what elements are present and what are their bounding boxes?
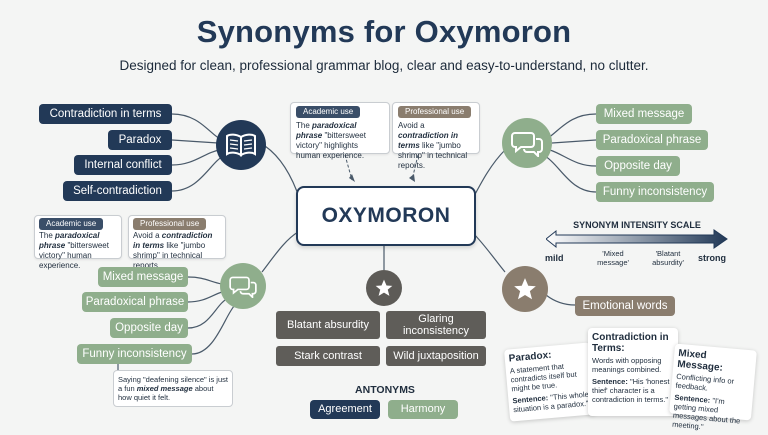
- strong-synonym-stark-contrast: Stark contrast: [276, 346, 380, 366]
- intensity-arrow: [546, 229, 728, 249]
- star-circle-right: [502, 266, 548, 312]
- scale-mark-blatant-absurdity: 'Blatant absurdity': [652, 249, 684, 267]
- synonym-contradiction-in-terms: Contradiction in terms: [39, 104, 172, 124]
- professional-use-card-top: Professional use Avoid a contradiction i…: [392, 102, 480, 170]
- academic-example-left: The paradoxical phrase "bittersweet vict…: [39, 231, 109, 270]
- mixed-message-example-note: Saying "deafening silence" is just a fun…: [113, 370, 233, 407]
- synonym-self-contradiction: Self-contradiction: [63, 181, 172, 201]
- synonym-opposite-day-right: Opposite day: [596, 156, 680, 176]
- chat-bubbles-icon: [511, 132, 543, 157]
- synonym-paradoxical-phrase-left: Paradoxical phrase: [82, 292, 188, 312]
- antonym-harmony: Harmony: [388, 400, 458, 419]
- intensity-scale-title: SYNONYM INTENSITY SCALE: [573, 220, 701, 230]
- book-circle: [216, 120, 266, 170]
- center-concept: OXYMORON: [296, 186, 476, 246]
- professional-use-card-left: Professional use Avoid a contradiction i…: [128, 215, 226, 270]
- antonyms-label: ANTONYMS: [355, 384, 415, 396]
- strong-synonym-wild-juxtaposition: Wild juxtaposition: [386, 346, 486, 366]
- professional-tag-left: Professional use: [133, 218, 207, 230]
- synonym-paradox: Paradox: [108, 130, 172, 150]
- academic-tag: Academic use: [296, 106, 361, 118]
- definition-card-paradox: Paradox: A statement that contradicts it…: [504, 342, 596, 422]
- professional-example-left: Avoid a contradiction in terms like "jum…: [133, 231, 213, 270]
- strong-synonym-blatant-absurdity: Blatant absurdity: [276, 311, 380, 339]
- star-icon: [375, 279, 393, 296]
- scale-mark-mixed-message: 'Mixed message': [597, 249, 629, 267]
- synonym-paradoxical-phrase-right: Paradoxical phrase: [596, 130, 708, 150]
- synonym-mixed-message-left: Mixed message: [98, 267, 188, 287]
- star-icon: [514, 278, 536, 300]
- strong-synonym-glaring-inconsistency: Glaring inconsistency: [386, 311, 486, 339]
- page-subtitle: Designed for clean, professional grammar…: [119, 58, 649, 73]
- academic-example: The paradoxical phrase "bittersweet vict…: [296, 121, 366, 160]
- star-circle-center: [366, 270, 402, 306]
- chat-circle-bottom: [220, 263, 266, 309]
- book-icon: [226, 133, 256, 157]
- antonym-agreement: Agreement: [310, 400, 380, 419]
- academic-tag-left: Academic use: [39, 218, 104, 230]
- synonym-mixed-message-right: Mixed message: [596, 104, 692, 124]
- professional-tag: Professional use: [398, 106, 472, 118]
- professional-example: Avoid a contradiction in terms like "jum…: [398, 121, 468, 170]
- synonym-funny-inconsistency-right: Funny inconsistency: [596, 182, 714, 202]
- page-title: Synonyms for Oxymoron: [196, 14, 572, 49]
- synonym-opposite-day-left: Opposite day: [110, 318, 188, 338]
- synonym-emotional-words: Emotional words: [575, 296, 675, 316]
- chat-bubbles-icon: [229, 276, 257, 298]
- academic-use-card-top: Academic use The paradoxical phrase "bit…: [290, 102, 390, 160]
- academic-use-card-left: Academic use The paradoxical phrase "bit…: [34, 215, 122, 270]
- synonym-internal-conflict: Internal conflict: [74, 155, 172, 175]
- definition-card-contradiction-in-terms: Contradiction in Terms: Words with oppos…: [588, 328, 678, 416]
- scale-low-label: mild: [545, 253, 564, 263]
- chat-circle-top: [502, 118, 552, 168]
- synonym-funny-inconsistency-left: Funny inconsistency: [77, 344, 192, 364]
- definition-card-mixed-message: Mixed Message: Conflicting info or feedb…: [669, 343, 757, 431]
- scale-high-label: strong: [698, 253, 726, 263]
